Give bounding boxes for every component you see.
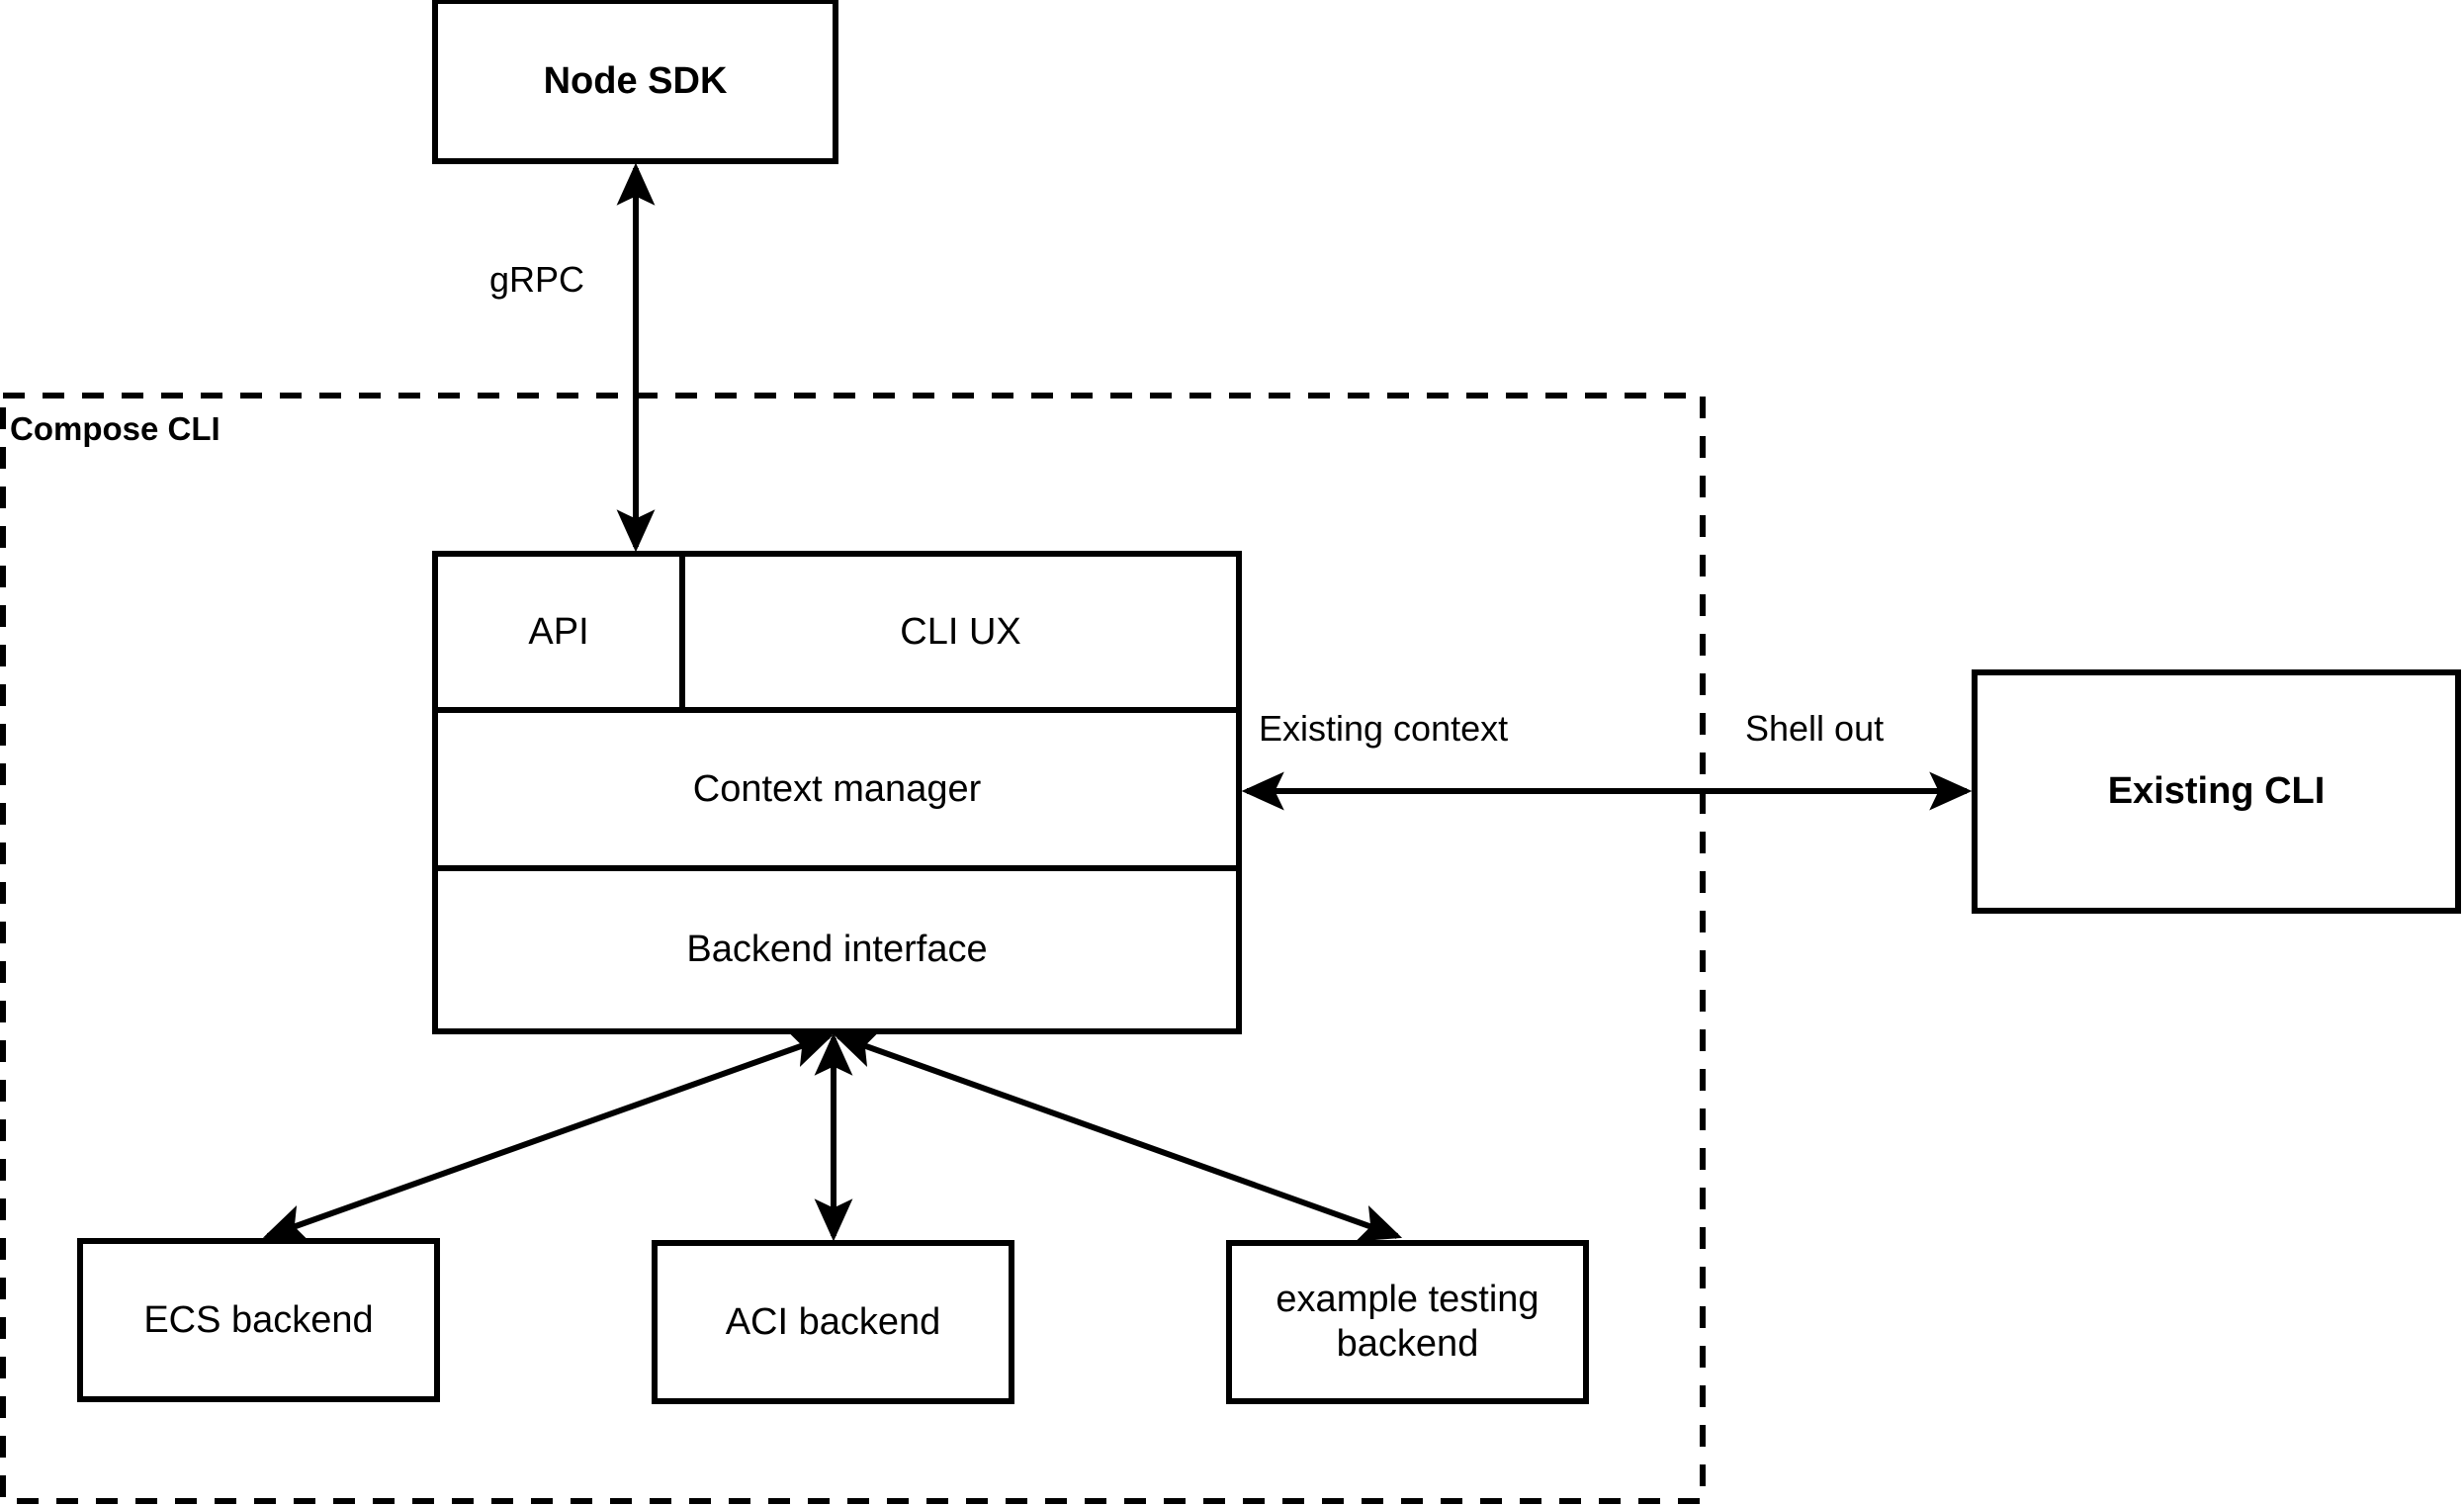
edge-label-existing-context: Existing context bbox=[1259, 708, 1509, 749]
compose-core-stack-box bbox=[432, 551, 1242, 1034]
ecs-backend-box[interactable] bbox=[77, 1238, 440, 1402]
example-testing-backend-box[interactable] bbox=[1226, 1240, 1589, 1404]
group-compose-cli-border bbox=[0, 393, 1706, 1504]
existing-cli-box[interactable] bbox=[1972, 669, 2461, 914]
edge-label-grpc: gRPC bbox=[489, 259, 585, 300]
aci-backend-box[interactable] bbox=[652, 1240, 1014, 1404]
edge-ecs-backend-line bbox=[262, 1030, 835, 1242]
edge-label-shell-out: Shell out bbox=[1745, 708, 1885, 749]
node-sdk-box[interactable] bbox=[432, 0, 838, 164]
edge-example-testing-backend-line bbox=[833, 1030, 1403, 1242]
group-label-compose-cli: Compose CLI bbox=[10, 410, 220, 447]
